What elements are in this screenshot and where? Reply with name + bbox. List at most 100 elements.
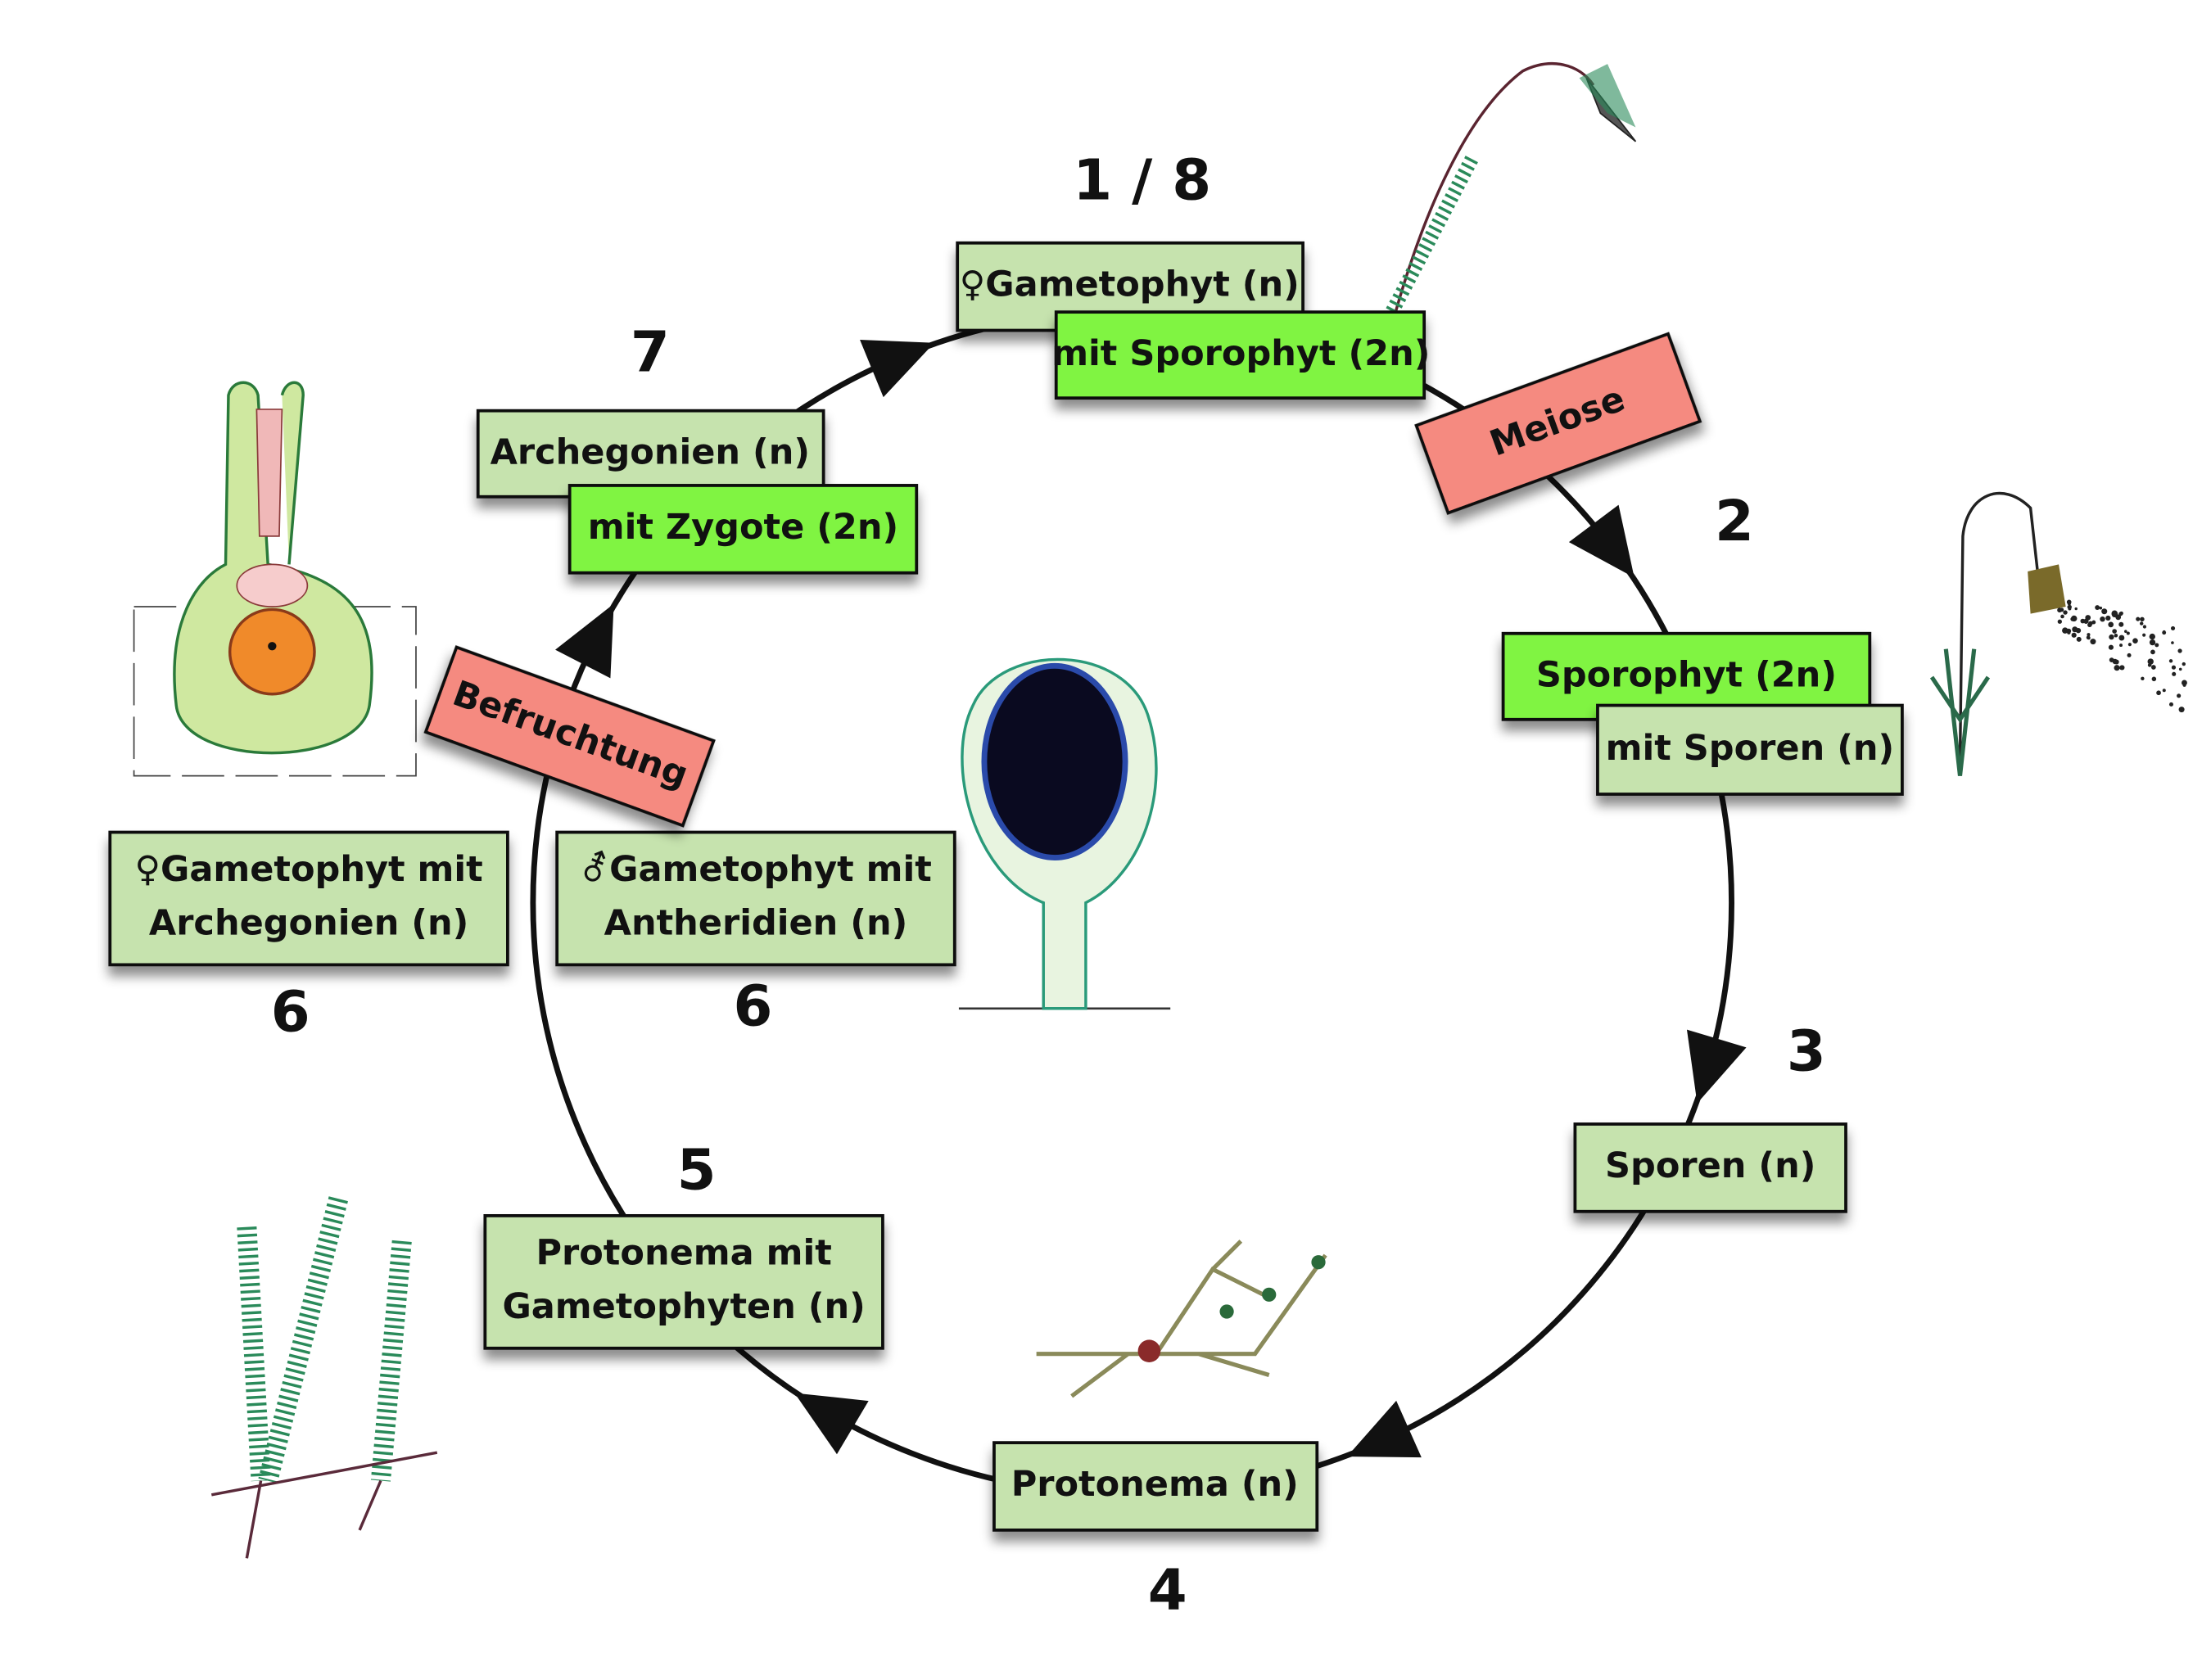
spore-dot: [2149, 633, 2155, 640]
spore-dot: [2088, 621, 2093, 626]
spore-dot: [2126, 631, 2130, 635]
spore-dot: [2109, 634, 2114, 640]
spore-dot: [2156, 690, 2161, 696]
spore-dot: [2162, 630, 2167, 635]
box-female-gametophyt: ♀Gametophyt mit Archegonien (n): [108, 830, 509, 967]
spore-dot: [2149, 639, 2156, 646]
spore-dot: [2177, 693, 2182, 698]
spore-dot: [2168, 702, 2173, 707]
spore-dot: [2101, 608, 2108, 615]
sporophyte-plant-illustration: [1382, 62, 1637, 322]
spore-dot: [2172, 671, 2177, 676]
spore-dot: [2087, 633, 2091, 637]
spore-dot: [2150, 649, 2155, 655]
spore-dot: [2150, 665, 2156, 670]
gametophyte-plants-illustration: [210, 1196, 438, 1559]
spore-dot: [2072, 626, 2078, 633]
cycle-arrows: [555, 340, 1747, 1458]
spore-dot: [2178, 667, 2182, 671]
spore-dot: [2118, 612, 2123, 616]
spore-dot: [2085, 620, 2089, 623]
spore-dot: [2182, 662, 2186, 666]
archegonium-illustration: [133, 381, 417, 777]
spore-dot: [2154, 643, 2159, 648]
spore-dot: [2100, 616, 2105, 622]
label-protonema: Protonema (n): [1011, 1464, 1299, 1505]
spore-dot: [2119, 665, 2125, 671]
spore-dot: [2127, 653, 2132, 657]
box-sporen: Sporen (n): [1573, 1122, 1847, 1213]
spore-dot: [2099, 606, 2103, 610]
label-protonema-gam-line1: Protonema mit: [536, 1233, 831, 1274]
spore-dot: [2114, 633, 2118, 638]
spore-dot: [2171, 665, 2177, 670]
spore-dot: [2109, 657, 2114, 662]
spore-dot: [2182, 683, 2186, 687]
spore-dot: [2108, 644, 2114, 650]
stage-number-4: 4: [1148, 1557, 1187, 1623]
spore-dot: [2142, 633, 2146, 637]
cycle-arrowhead: [794, 1393, 869, 1455]
stage-number-6-female: 6: [271, 979, 310, 1045]
spore-dispersal-illustration: [1929, 491, 2187, 776]
spore-dot: [2141, 676, 2145, 681]
spore-dot: [2062, 627, 2069, 634]
box-protonema-mit-gametophyten: Protonema mit Gametophyten (n): [483, 1214, 884, 1350]
spore-dot: [2063, 610, 2068, 615]
box-mit-sporophyt: mit Sporophyt (2n): [1051, 310, 1430, 400]
label-sporen: Sporen (n): [1605, 1145, 1815, 1186]
cycle-arrowhead: [1686, 1029, 1747, 1104]
spore-dot: [2070, 616, 2075, 621]
cycle-arrowhead: [1346, 1400, 1422, 1458]
label-sporophyt: Sporophyt (2n): [1536, 655, 1837, 696]
spore-dot: [2057, 619, 2062, 624]
spore-dot: [2168, 659, 2173, 663]
spore-dot: [2095, 605, 2100, 611]
box-mit-sporen: mit Sporen (n): [1596, 703, 1904, 796]
cycle-arrowhead: [1568, 504, 1635, 578]
box-protonema: Protonema (n): [992, 1441, 1319, 1532]
box-meiose: Meiose: [1414, 332, 1702, 515]
spore-dot: [2140, 621, 2144, 625]
antheridium-illustration: [958, 657, 1171, 1010]
stage-number-3: 3: [1787, 1019, 1826, 1085]
label-male-line2: Antheridien (n): [604, 903, 908, 944]
stage-number-2: 2: [1715, 489, 1754, 554]
spore-dot: [2147, 658, 2154, 665]
cycle-arrowhead: [555, 603, 614, 679]
spore-dot: [2085, 615, 2091, 621]
spore-dot: [2142, 625, 2147, 629]
spore-dot: [2067, 602, 2071, 606]
spore-dot: [2074, 607, 2078, 611]
spore-dot: [2111, 610, 2118, 616]
box-archegonien: Archegonien (n): [476, 409, 825, 499]
spore-dot: [2118, 635, 2125, 641]
label-archegonien: Archegonien (n): [491, 432, 810, 473]
spore-dot: [2060, 614, 2064, 619]
spore-dot: [2162, 689, 2166, 693]
spore-dot: [2136, 616, 2141, 621]
spore-dot: [2105, 615, 2111, 621]
stage-number-6-male: 6: [734, 974, 773, 1040]
stage-number-1-8: 1 / 8: [1073, 147, 1211, 213]
label-protonema-gam-line2: Gametophyten (n): [502, 1286, 865, 1327]
spore-dot: [2115, 614, 2122, 621]
protonema-illustration: [1036, 1240, 1327, 1398]
cycle-arrowhead: [860, 340, 934, 398]
spore-dot: [2091, 620, 2096, 625]
spore-dot: [2177, 648, 2182, 653]
spore-dot: [2067, 630, 2071, 635]
spore-dot: [2178, 707, 2185, 713]
spore-dot: [2076, 636, 2082, 642]
box-male-gametophyt: ⚦Gametophyt mit Antheridien (n): [555, 830, 956, 967]
spore-dot: [2127, 643, 2132, 647]
spore-dot: [2132, 638, 2138, 644]
label-gametophyt: ♀Gametophyt (n): [960, 264, 1300, 305]
label-mit-zygote: mit Zygote (2n): [588, 507, 898, 548]
spore-dot: [2086, 635, 2091, 640]
box-befruchtung: Befruchtung: [423, 645, 716, 828]
spore-dot: [2171, 641, 2174, 644]
spore-dot: [2114, 665, 2120, 671]
label-mit-sporen: mit Sporen (n): [1606, 728, 1894, 769]
